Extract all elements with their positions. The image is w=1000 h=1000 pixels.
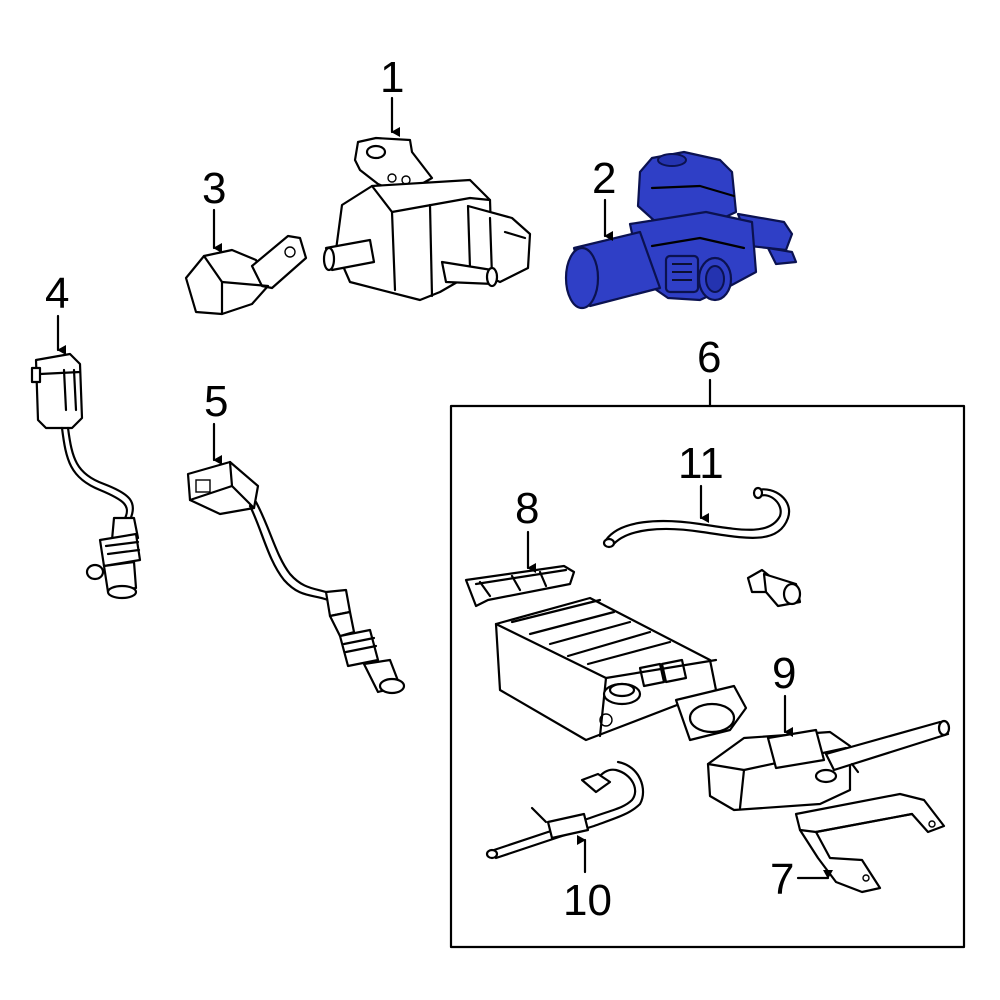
canister-assembly-box [449, 404, 966, 949]
charcoal-canister[interactable] [494, 596, 748, 742]
part-11-hose[interactable] [602, 486, 791, 549]
part-1-vsv-valve[interactable] [322, 136, 532, 302]
callout-8: 8 [515, 484, 539, 533]
part-5-oxygen-sensor[interactable] [186, 460, 406, 695]
callout-11: 11 [678, 439, 724, 488]
callout-7: 7 [770, 855, 794, 904]
part-4-oxygen-sensor[interactable] [30, 352, 142, 600]
part-fitting[interactable] [746, 568, 802, 608]
callout-9: 9 [772, 649, 796, 698]
callout-3: 3 [202, 164, 226, 213]
part-10-hose[interactable] [485, 760, 645, 860]
callout-1: 1 [380, 53, 404, 102]
part-2-highlighted-valve[interactable] [564, 150, 798, 310]
part-9-filter[interactable] [706, 719, 951, 812]
callout-6: 6 [697, 333, 721, 382]
callout-4: 4 [45, 269, 69, 318]
callout-10: 10 [563, 876, 612, 925]
callout-5: 5 [204, 377, 228, 426]
part-8-bracket[interactable] [464, 564, 576, 608]
part-7-bracket[interactable] [794, 792, 946, 894]
part-3-clamp[interactable] [184, 234, 308, 316]
callout-2: 2 [592, 154, 616, 203]
